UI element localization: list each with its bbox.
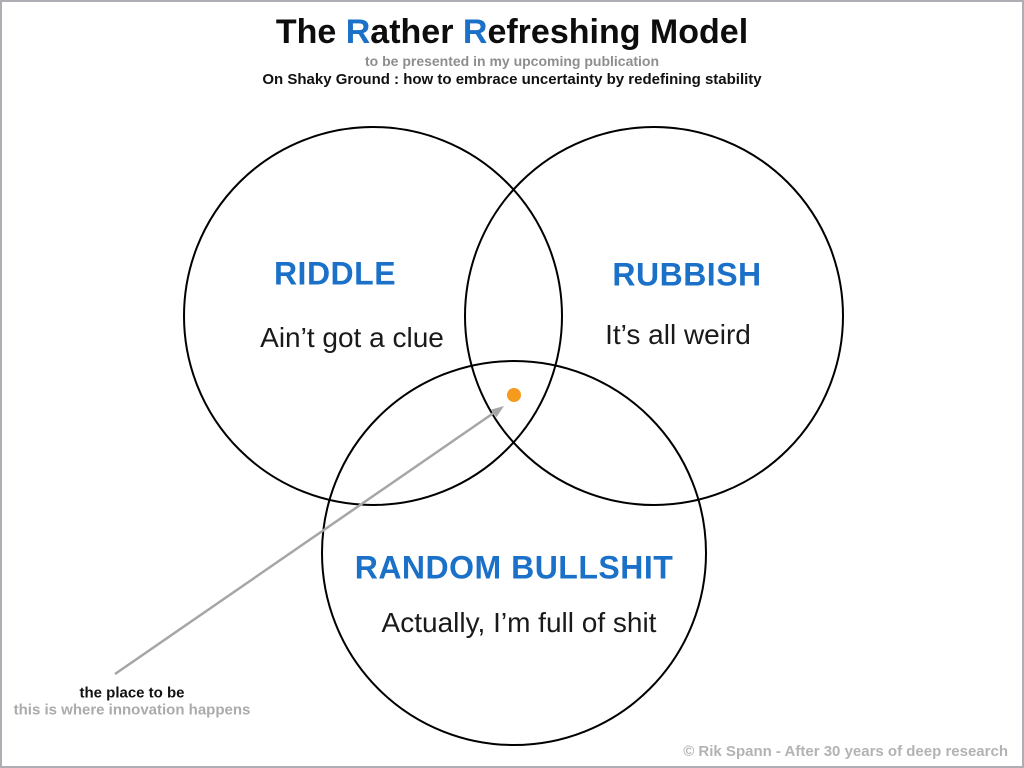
annotation-line2: this is where innovation happens [13,701,251,718]
random-bullshit-label: RANDOM BULLSHIT [355,550,674,587]
circle-rubbish [464,126,844,506]
random-bullshit-caption-text: Actually, I’m full of shit [381,607,657,638]
title-segment: ather [370,13,463,51]
riddle-caption: Ain’t got a clue [260,322,444,354]
slide-title: The Rather Refreshing Model [2,13,1022,51]
riddle-heading: RIDDLE [273,255,397,292]
publication-title: On Shaky Ground : how to embrace uncerta… [262,71,762,89]
annotation-line1: the place to be [79,684,185,702]
sweet-spot-dot [507,388,521,402]
slide-header: The Rather Refreshing Model to be presen… [2,13,1022,90]
random-bullshit-caption: Actually, I’m full of shit [382,607,657,639]
random-bullshit-heading: RANDOM BULLSHIT [354,549,674,586]
rubbish-label: RUBBISH [612,257,761,294]
rubbish-caption: It’s all weird [605,319,751,351]
copyright-credit: © Rik Spann - After 30 years of deep res… [683,743,1008,760]
title-segment-accent: R [345,13,371,51]
slide-subtitle: to be presented in my upcoming publicati… [364,53,660,70]
title-segment: efreshing Model [487,13,749,51]
riddle-label: RIDDLE [274,256,396,293]
annotation-arrow-line [114,410,496,676]
riddle-caption-text: Ain’t got a clue [260,322,444,353]
title-segment-accent: R [462,13,488,51]
annotation-arrow-head [491,406,504,418]
circle-random-bullshit [321,360,707,746]
circle-riddle [183,126,563,506]
rubbish-heading: RUBBISH [612,256,762,293]
sweet-spot-annotation: the place to be this is where innovation… [13,684,251,719]
title-segment: The [275,13,346,51]
rubbish-caption-text: It’s all weird [605,319,751,350]
